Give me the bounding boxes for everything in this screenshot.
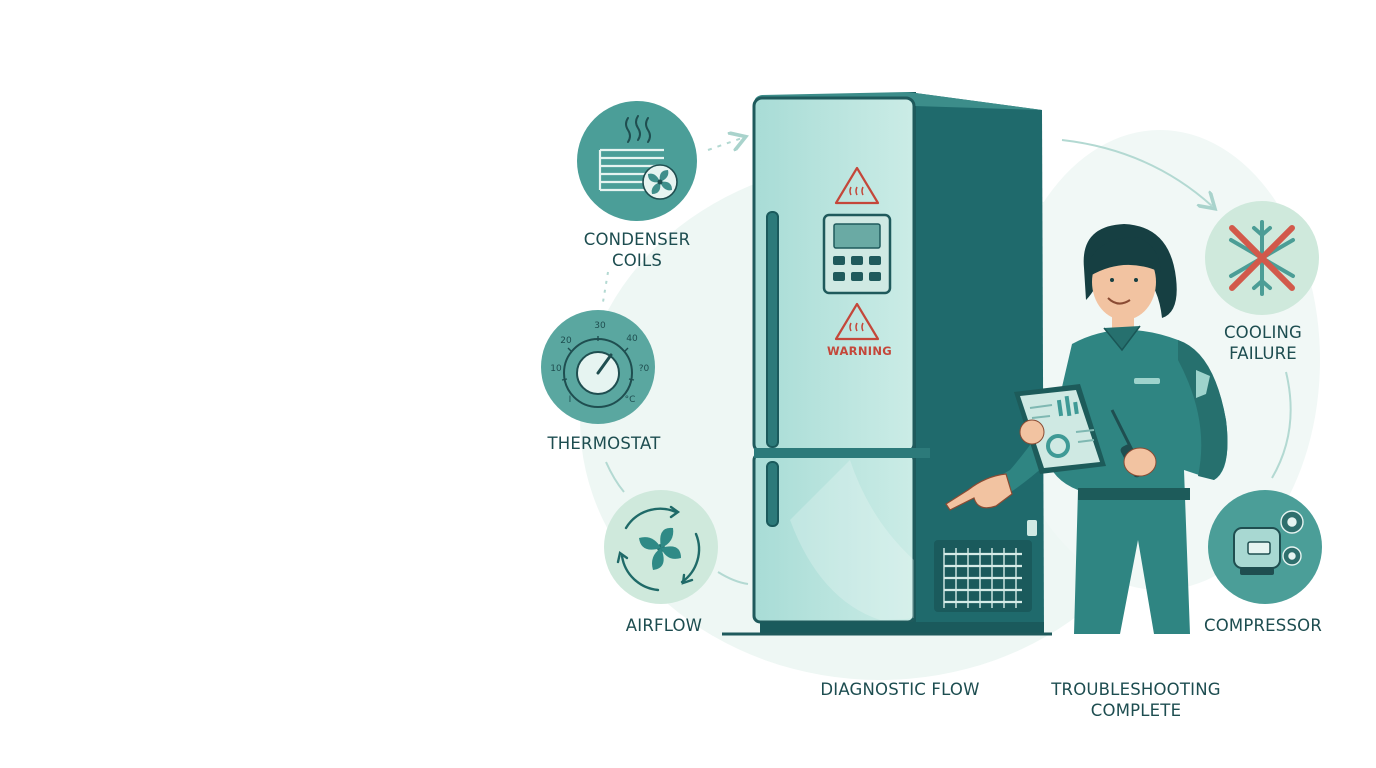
error-x-icon <box>1229 225 1295 291</box>
technician <box>945 224 1228 634</box>
condenser-coils-node <box>577 101 697 221</box>
tablet-icon <box>1014 384 1106 474</box>
connector-thermostat-to-airflow <box>605 461 625 493</box>
fridge-side <box>908 92 1044 634</box>
cooling-failure-node <box>1205 201 1319 315</box>
compressor-icon <box>1233 527 1281 575</box>
dial-tick-20: 20 <box>560 336 572 346</box>
cooling-failure-label: COOLING FAILURE <box>1223 323 1303 363</box>
fan-blade-icon <box>639 527 681 570</box>
heat-waves-icon <box>625 115 651 143</box>
connector-top-arc <box>1061 139 1212 206</box>
connector-condenser-to-fridge <box>707 138 742 150</box>
dial-tick-30: 30 <box>594 321 606 331</box>
connector-airflow-to-fridge <box>717 571 749 585</box>
diagnostic-flow-label: DIAGNOSTIC FLOW <box>820 680 980 699</box>
warning-triangle-icon-bottom <box>834 302 880 341</box>
troubleshooting-complete-label: TROUBLESHOOTING COMPLETE <box>1051 680 1221 720</box>
fan-icon <box>642 164 678 200</box>
dial-tick-low: I <box>569 395 572 405</box>
dial-tick-70: ?0 <box>639 364 650 374</box>
airflow-label: AIRFLOW <box>625 616 703 635</box>
control-panel <box>822 213 892 295</box>
thermostat-label: THERMOSTAT <box>547 434 661 453</box>
dial-unit: °C <box>625 395 636 405</box>
dial-tick-40: 40 <box>626 334 638 344</box>
condenser-coils-label: CONDENSER COILS <box>583 230 691 270</box>
compressor-node <box>1208 490 1322 604</box>
upper-door-handle <box>766 211 779 448</box>
airflow-node <box>604 490 718 604</box>
compressor-label: COMPRESSOR <box>1204 616 1322 635</box>
circular-arrows-icon <box>616 505 701 592</box>
warning-triangle-icon-top <box>834 166 880 205</box>
lower-door-handle <box>766 461 779 527</box>
connector-cooling-to-compressor <box>1271 371 1292 479</box>
gear-icon <box>1280 510 1304 566</box>
flow-connectors <box>602 138 1292 585</box>
refrigerator <box>722 92 1052 636</box>
dial-tick-10: 10 <box>550 364 562 374</box>
technician-uniform <box>1046 329 1228 634</box>
pointing-hand <box>945 473 1013 511</box>
thermostat-node: 20 30 40 10 ?0 I °C <box>541 310 655 424</box>
connector-condenser-to-thermostat <box>602 271 609 303</box>
rear-coils <box>934 540 1032 612</box>
fridge-warning-label: WARNING <box>827 344 892 358</box>
